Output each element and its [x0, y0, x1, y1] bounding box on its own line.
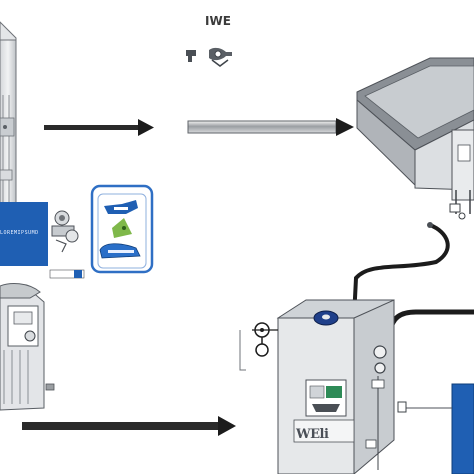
arrow-left-cabinet-to-middle [44, 119, 154, 136]
main-control-box [276, 299, 395, 474]
blue-panel-text: LOREMIPSUMD [0, 230, 39, 236]
valve-fittings [49, 210, 85, 279]
arrow-pipe-to-hood [187, 118, 354, 136]
arrow-bottom-to-control-box [22, 416, 236, 436]
left-cabinet [0, 21, 17, 213]
pressure-gauge [239, 322, 278, 371]
blue-info-panel [0, 202, 48, 266]
lower-left-tank [0, 283, 55, 411]
cable-hood-to-control-box [352, 222, 450, 319]
wrench-icons [186, 47, 232, 67]
cable-control-box-to-right [387, 309, 474, 333]
ducting-hood-unit [356, 57, 474, 220]
control-panel-card [90, 184, 154, 274]
side-blue-panel [397, 383, 474, 474]
unit-badge-text: WEli [296, 427, 329, 442]
diagram-title: IWE [205, 14, 231, 28]
